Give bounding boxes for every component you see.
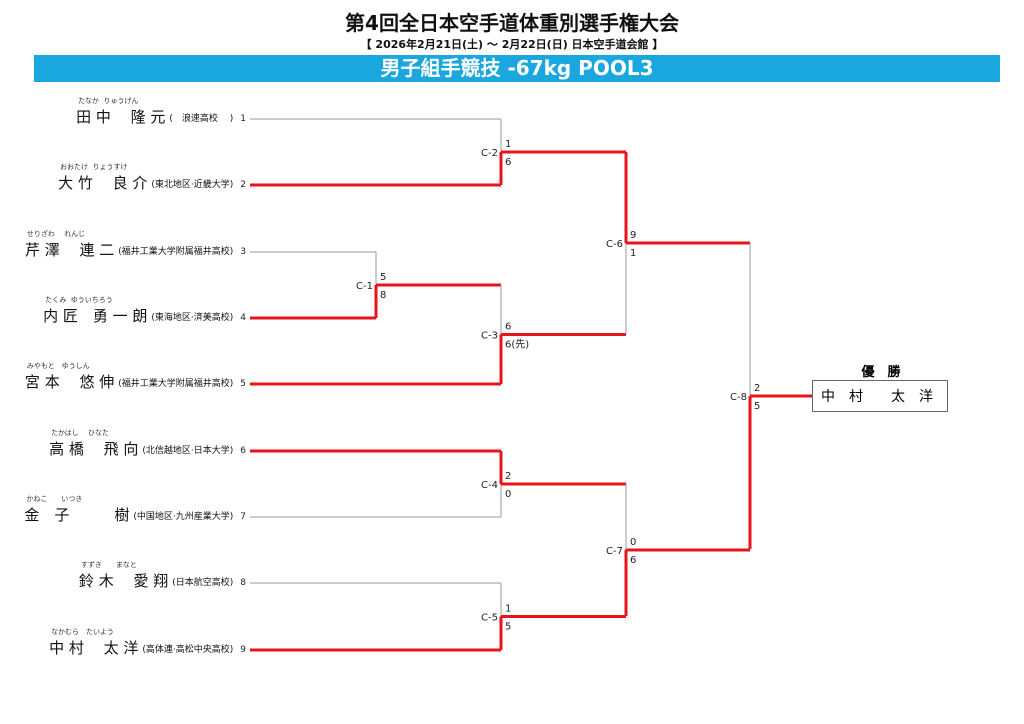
match-id: C-3: [481, 331, 498, 342]
player-seed: 1: [240, 114, 246, 124]
player-team: (北信越地区·日本大学): [142, 446, 234, 456]
player-name: 金 子 樹: [24, 506, 130, 524]
player-entry: おおたけ りょうすけ大 竹 良 介(東北地区·近畿大学) 2: [0, 160, 246, 192]
player-team: ( 浪速高校 ): [169, 114, 234, 124]
player-seed: 8: [240, 578, 246, 588]
match-score-bottom: 6: [505, 157, 511, 168]
player-entry: たくみ ゆういちろう内 匠 勇 一 朗(東海地区·済美高校) 4: [0, 293, 246, 325]
player-seed: 6: [240, 446, 246, 456]
player-kana: たくみ ゆういちろう: [45, 296, 113, 304]
match-score-bottom: 6(先): [505, 339, 529, 351]
player-kana: すずき まなと: [80, 561, 137, 569]
player-entry: かねこ いつき金 子 樹(中国地区·九州産業大学) 7: [0, 492, 246, 524]
player-team: (日本航空高校): [172, 578, 234, 588]
match-score-bottom: 5: [505, 622, 511, 633]
player-name-group: たなか りゅうげん田 中 隆 元: [76, 97, 166, 126]
match-id: C-7: [606, 546, 623, 557]
event-banner: 男子組手競技 -67kg POOL3: [34, 55, 1000, 82]
player-team: (東北地区·近畿大学): [151, 180, 234, 190]
player-seed: 3: [240, 247, 246, 257]
player-seed: 5: [240, 379, 246, 389]
player-entry: なかむら たいよう中 村 太 洋(高体連·高松中央高校) 9: [0, 625, 246, 657]
player-seed: 7: [240, 512, 246, 522]
player-name-group: たくみ ゆういちろう内 匠 勇 一 朗: [43, 296, 148, 325]
player-name: 高 橋 飛 向: [49, 440, 139, 458]
player-entry: みやもと ゆうしん宮 本 悠 伸(福井工業大学附属福井高校) 5: [0, 359, 246, 391]
match-score-bottom: 0: [505, 489, 511, 500]
match-score-bottom: 5: [754, 401, 760, 412]
match-score-top: 6: [505, 322, 511, 333]
match-id: C-2: [481, 148, 498, 159]
match-score-top: 2: [754, 383, 760, 394]
player-name: 田 中 隆 元: [76, 108, 166, 126]
player-name: 芹 澤 連 二: [24, 241, 115, 259]
player-entry: せりざわ れんじ芹 澤 連 二(福井工業大学附属福井高校) 3: [0, 227, 246, 259]
player-team: (福井工業大学附属福井高校): [118, 247, 234, 257]
player-team: (福井工業大学附属福井高校): [118, 379, 234, 389]
date-venue: 【 2026年2月21日(土) ～ 2月22日(日) 日本空手道会館 】: [360, 38, 664, 51]
player-seed: 9: [240, 645, 246, 655]
match-score-top: 1: [505, 604, 511, 615]
player-kana: おおたけ りょうすけ: [60, 163, 128, 171]
tournament-title: 第4回全日本空手道体重別選手権大会: [345, 11, 679, 35]
match-score-bottom: 8: [380, 290, 386, 301]
player-name-group: たかはし ひなた高 橋 飛 向: [49, 429, 139, 458]
player-entry: たかはし ひなた高 橋 飛 向(北信越地区·日本大学) 6: [0, 426, 246, 458]
player-team: (高体連·高松中央高校): [142, 645, 234, 655]
player-kana: たかはし ひなた: [51, 429, 110, 437]
player-name-group: みやもと ゆうしん宮 本 悠 伸: [24, 362, 115, 391]
match-score-top: 5: [380, 272, 386, 283]
player-name: 大 竹 良 介: [58, 174, 148, 192]
player-team: (中国地区·九州産業大学): [133, 512, 234, 522]
player-name-group: せりざわ れんじ芹 澤 連 二: [24, 230, 115, 259]
player-name: 宮 本 悠 伸: [24, 373, 115, 391]
champion-box: 中 村 太 洋: [812, 380, 948, 412]
match-id: C-8: [730, 392, 747, 403]
match-id: C-5: [481, 613, 498, 624]
player-name-group: なかむら たいよう中 村 太 洋: [49, 628, 139, 657]
player-name: 中 村 太 洋: [49, 639, 139, 657]
player-kana: みやもと ゆうしん: [26, 362, 90, 370]
match-score-top: 2: [505, 471, 511, 482]
player-kana: かねこ いつき: [26, 495, 83, 503]
player-name-group: すずき まなと鈴 木 愛 翔: [78, 561, 169, 590]
match-score-top: 0: [630, 537, 636, 548]
match-id: C-4: [481, 480, 498, 491]
player-name: 内 匠 勇 一 朗: [43, 307, 148, 325]
player-kana: なかむら たいよう: [51, 628, 114, 636]
player-name-group: おおたけ りょうすけ大 竹 良 介: [58, 163, 148, 192]
match-score-bottom: 1: [630, 248, 636, 259]
player-entry: たなか りゅうげん田 中 隆 元( 浪速高校 ) 1: [0, 94, 246, 126]
player-name: 鈴 木 愛 翔: [78, 572, 169, 590]
match-score-bottom: 6: [630, 555, 636, 566]
player-kana: たなか りゅうげん: [78, 97, 139, 105]
player-kana: せりざわ れんじ: [26, 230, 86, 238]
player-team: (東海地区·済美高校): [151, 313, 234, 323]
match-score-top: 9: [630, 230, 636, 241]
player-seed: 4: [240, 313, 246, 323]
match-score-top: 1: [505, 139, 511, 150]
player-entry: すずき まなと鈴 木 愛 翔(日本航空高校) 8: [0, 558, 246, 590]
match-id: C-1: [356, 281, 373, 292]
champion-label: 優 勝: [861, 365, 901, 380]
match-id: C-6: [606, 239, 623, 250]
player-name-group: かねこ いつき金 子 樹: [24, 495, 130, 524]
player-seed: 2: [240, 180, 246, 190]
